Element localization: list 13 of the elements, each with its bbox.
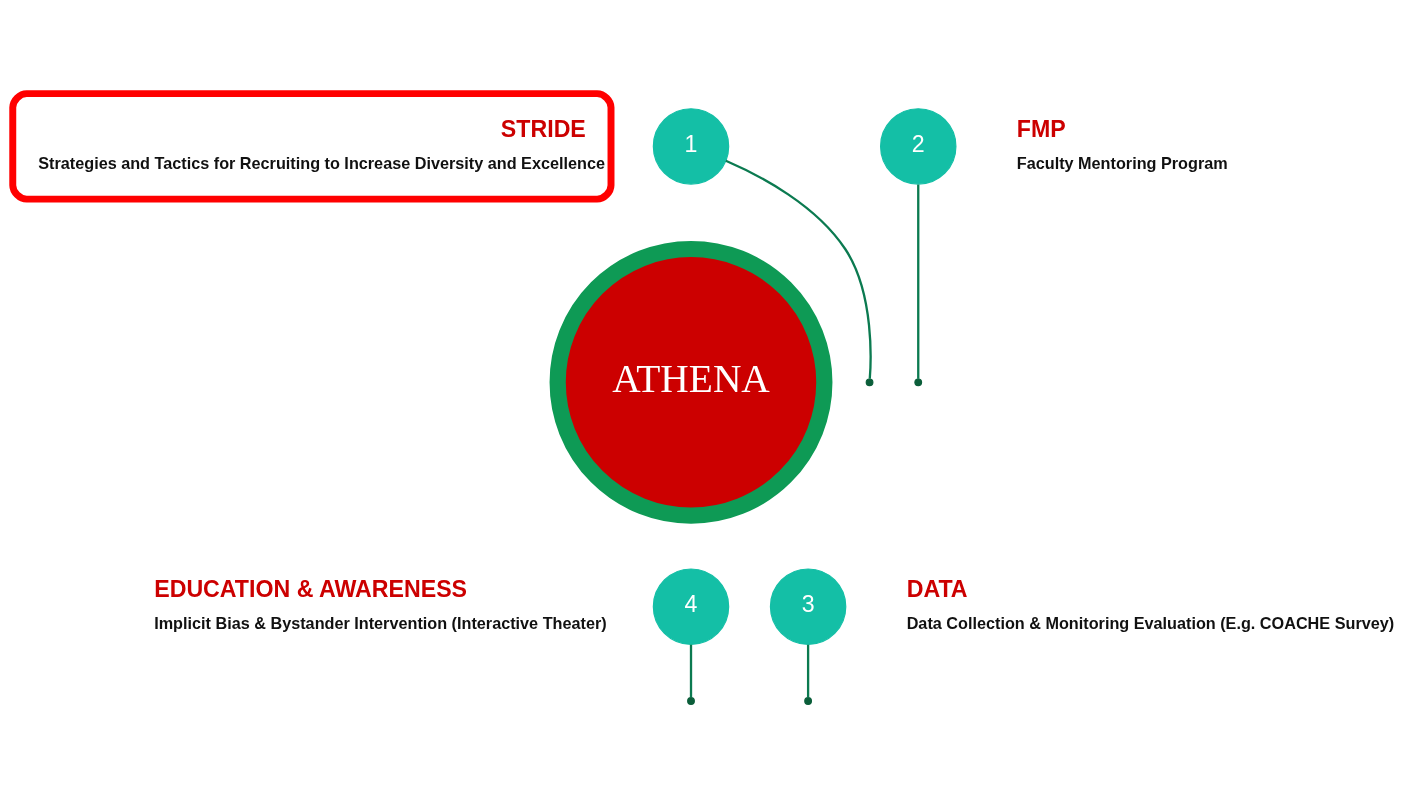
node-circle: 3 (769, 567, 847, 645)
connector (917, 184, 920, 379)
node-circle: ATHENA (549, 240, 833, 524)
node-circle: 4 (652, 567, 730, 645)
connector (725, 159, 872, 379)
connector (689, 644, 693, 697)
node-text: EDUCATION & AWARENESS Implicit Bias & Bystander Intervention (Interactive Theater) (154, 575, 607, 632)
node-text: FMP Faculty Mentoring Program (1016, 115, 1228, 172)
node-text: DATA Data Collection & Monitoring Evaluation (E.g. COACHE Survey) (906, 575, 1395, 632)
node-box: STRIDE Strategies and Tactics for Recruiting to Increase Diversity and Excellence (9, 89, 615, 203)
node-circle: 1 (652, 107, 730, 185)
connector (806, 644, 810, 697)
node-circle: 2 (880, 107, 957, 185)
